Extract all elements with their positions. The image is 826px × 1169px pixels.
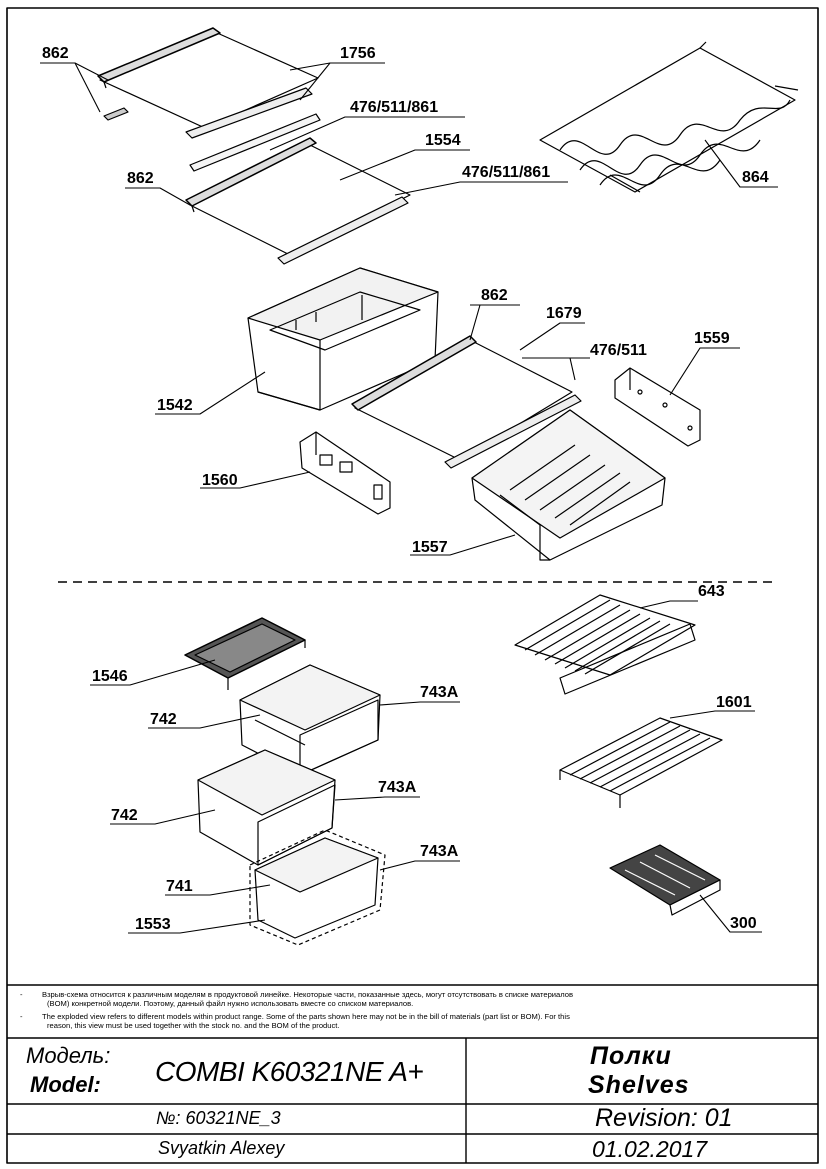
bracket-1560 — [299, 431, 391, 515]
part-label-741: 741 — [166, 878, 193, 895]
note-ru-line-2: (BOM) конкретной модели. Поэтому, данный… — [47, 999, 414, 1008]
note-ru-line-1: Взрыв-схема относится к различным моделя… — [42, 990, 574, 999]
part-label-742-b: 742 — [111, 807, 138, 824]
note-en-line-2: reason, this view must be used together … — [47, 1021, 340, 1030]
part-label-643: 643 — [698, 583, 725, 600]
model-value: COMBI K60321NE A+ — [155, 1056, 424, 1087]
part-label-476-511: 476/511 — [590, 342, 647, 359]
note-en-line-1: The exploded view refers to different mo… — [42, 1012, 570, 1021]
wine-rack-864 — [539, 41, 799, 193]
part-label-1679: 1679 — [546, 305, 582, 322]
leader-lines — [40, 62, 778, 934]
ice-tray-300 — [609, 844, 721, 916]
drawing-number: №: 60321NE_3 — [156, 1108, 281, 1128]
part-label-1601: 1601 — [716, 694, 752, 711]
wire-shelf-1601 — [559, 717, 723, 808]
label-underlines — [40, 62, 778, 934]
shelf-trim-476-511-861-a — [103, 107, 321, 172]
note-ru: - Взрыв-схема относится к различным моде… — [20, 990, 810, 1010]
model-label-ru: Модель: — [26, 1043, 111, 1068]
note-en: - The exploded view refers to different … — [20, 1012, 810, 1032]
date: 01.02.2017 — [592, 1136, 708, 1162]
part-label-864: 864 — [742, 169, 769, 186]
freezer-drawer-742-a — [239, 664, 381, 776]
note-en-bullet: - — [20, 1012, 23, 1021]
freezer-drawer-742-b — [197, 749, 336, 866]
part-label-476-511-861-b: 476/511/861 — [462, 164, 551, 181]
sheet-title-en: Shelves — [588, 1071, 690, 1099]
drawing-border — [6, 7, 819, 1164]
part-label-1756: 1756 — [340, 45, 376, 62]
glass-shelf-1679 — [351, 335, 582, 469]
part-label-743A-a: 743A — [420, 684, 459, 701]
wire-shelf-643 — [514, 594, 696, 695]
revision: Revision: 01 — [595, 1104, 733, 1132]
author: Svyatkin Alexey — [158, 1138, 285, 1158]
part-label-1560: 1560 — [202, 472, 238, 489]
glass-shelf-1554 — [185, 137, 411, 265]
part-label-862-c: 862 — [481, 287, 508, 304]
part-label-1542: 1542 — [157, 397, 193, 414]
part-label-1559: 1559 — [694, 330, 730, 347]
part-label-742-a: 742 — [150, 711, 177, 728]
part-label-1553: 1553 — [135, 916, 171, 933]
crisper-drawer-1557 — [471, 409, 666, 561]
part-label-1554: 1554 — [425, 132, 461, 149]
glass-shelf-1756 — [97, 27, 319, 139]
sheet-title-ru: Полки — [590, 1042, 672, 1070]
part-label-300: 300 — [730, 915, 757, 932]
tray-1546 — [184, 617, 306, 690]
part-label-743A-c: 743A — [420, 843, 459, 860]
part-label-476-511-861-a: 476/511/861 — [350, 99, 439, 116]
model-label-en: Model: — [30, 1072, 101, 1097]
part-label-862-a: 862 — [42, 45, 69, 62]
part-label-1546: 1546 — [92, 668, 128, 685]
note-ru-bullet: - — [20, 990, 23, 999]
part-label-1557: 1557 — [412, 539, 448, 556]
freezer-drawer-741 — [249, 829, 386, 946]
bracket-1559 — [614, 367, 701, 447]
part-label-862-b: 862 — [127, 170, 154, 187]
part-label-743A-b: 743A — [378, 779, 417, 796]
